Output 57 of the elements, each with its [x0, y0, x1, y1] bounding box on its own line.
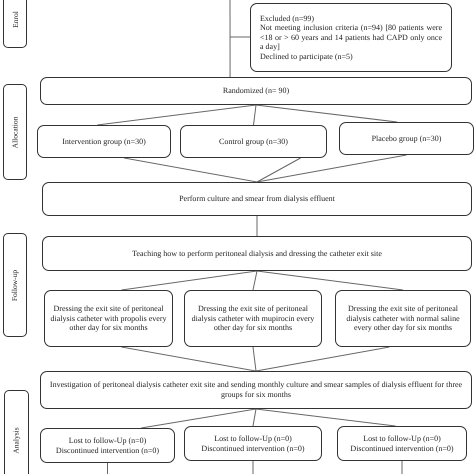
- connector-line: [256, 158, 302, 182]
- section-label-box: [3, 84, 27, 180]
- connector-line: [252, 270, 258, 290]
- process-box: [339, 122, 474, 155]
- connector-line: [256, 104, 398, 122]
- process-box: [180, 125, 327, 158]
- process-box: [40, 371, 472, 409]
- box-text: Not meeting inclusion criteria (n=94) [80 patients were <18 or > 60 years and 14 patients had CAPD only once a day]: [260, 23, 442, 52]
- box-text: Intervention group (n=30): [62, 136, 146, 146]
- process-box: [335, 290, 471, 347]
- box-text: Teaching how to perform peritoneal dialysis and dressing the catheter exit site: [132, 248, 382, 258]
- box-text: Discontinued intervention (n=0): [201, 444, 305, 454]
- box-text: Discontinued intervention (n=0): [56, 446, 160, 456]
- connector-line: [256, 154, 407, 182]
- box-text: Dressing the exit site of peritoneal dialysis catheter with propolis every other day for six months: [50, 304, 167, 333]
- process-box: [40, 428, 175, 463]
- box-text: Dressing the exit site of peritoneal dialysis catheter with mupirocin every other day for six months: [190, 304, 316, 333]
- box-text: Investigation of peritoneal dialysis catheter exit site and sending monthly culture and smear samples of dialysis effluent for three groups for six months: [48, 380, 464, 400]
- section-label-box: [3, 0, 27, 48]
- process-box: [184, 426, 322, 461]
- box-text: Placebo group (n=30): [372, 134, 442, 144]
- process-box: [42, 182, 472, 216]
- process-box: [184, 290, 322, 347]
- process-box: [40, 77, 472, 105]
- exclusion-box: [250, 3, 452, 72]
- box-text: Perform culture and smear from dialysis effluent: [179, 194, 335, 204]
- section-label-box: [4, 390, 29, 474]
- connector-line: [140, 408, 256, 428]
- connector-line: [120, 346, 256, 372]
- box-text: Randomized (n= 90): [222, 86, 290, 96]
- process-box: [44, 290, 173, 347]
- connector-line: [124, 158, 258, 182]
- connector-line: [96, 104, 256, 126]
- connector-line: [252, 408, 256, 426]
- box-text: Dressing the exit site of peritoneal dialysis catheter with normal saline every other day for six months: [345, 304, 461, 333]
- connector-line: [252, 460, 254, 474]
- connector-line: [256, 408, 396, 426]
- box-text: Lost to follow-Up (n=0): [214, 434, 292, 444]
- process-box: [42, 236, 472, 271]
- box-text: Excluded (n=99): [260, 14, 316, 24]
- box-text: Control group (n=30): [219, 136, 288, 146]
- connector-line: [107, 462, 108, 474]
- connector-line: [256, 216, 258, 236]
- connector-line: [120, 270, 258, 290]
- connector-line: [256, 270, 404, 290]
- process-box: [37, 125, 171, 158]
- section-label-box: [3, 233, 27, 337]
- process-box: [337, 426, 467, 461]
- box-text: Lost to follow-Up (n=0): [68, 436, 146, 446]
- box-text: Discontinued intervention (n=0): [350, 444, 454, 454]
- connector-line: [230, 36, 250, 38]
- box-text: Lost to follow-Up (n=0): [363, 434, 441, 444]
- connector-line: [230, 0, 231, 78]
- connector-line: [256, 346, 390, 372]
- connector-line: [253, 104, 256, 126]
- box-text: Declined to participate (n=5): [260, 52, 354, 62]
- connector-line: [252, 346, 256, 372]
